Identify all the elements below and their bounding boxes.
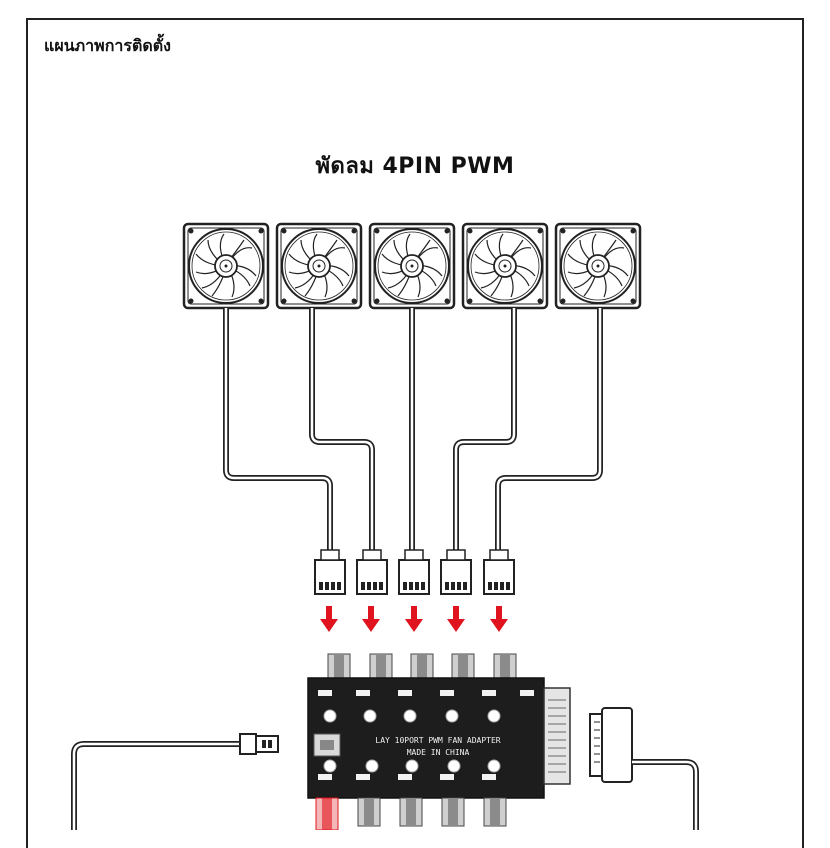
fan-icon xyxy=(461,222,549,310)
fan-hub-icon: LAY 10PORT PWM FAN ADAPTER MADE IN CHINA xyxy=(307,653,571,830)
fan-icon xyxy=(554,222,642,310)
down-arrow-icon xyxy=(405,606,423,632)
fan-icon xyxy=(368,222,456,310)
fan-icon xyxy=(182,222,270,310)
hub-label-line1: LAY 10PORT PWM FAN ADAPTER xyxy=(375,736,500,745)
fan-row xyxy=(182,222,642,310)
motherboard-cable xyxy=(71,733,279,830)
hub-label-line2: MADE IN CHINA xyxy=(407,748,470,757)
insert-arrows xyxy=(320,606,508,632)
fan-connector-icon xyxy=(398,549,430,595)
down-arrow-icon xyxy=(490,606,508,632)
fan-connector-icon xyxy=(483,549,515,595)
diagram-frame xyxy=(26,18,804,848)
down-arrow-icon xyxy=(320,606,338,632)
fan-section-title: พัดลม 4PIN PWM xyxy=(315,154,515,179)
fan-icon xyxy=(275,222,363,310)
down-arrow-icon xyxy=(447,606,465,632)
page-title: แผนภาพการติดตั้ง xyxy=(44,36,171,55)
fan-connector-icon xyxy=(314,549,346,595)
down-arrow-icon xyxy=(362,606,380,632)
fan-connectors xyxy=(314,549,515,595)
fan-connector-icon xyxy=(356,549,388,595)
fan-connector-icon xyxy=(440,549,472,595)
installation-diagram: LAY 10PORT PWM FAN ADAPTER MADE IN CHINA xyxy=(71,222,699,830)
sata-connector-icon xyxy=(589,707,699,830)
